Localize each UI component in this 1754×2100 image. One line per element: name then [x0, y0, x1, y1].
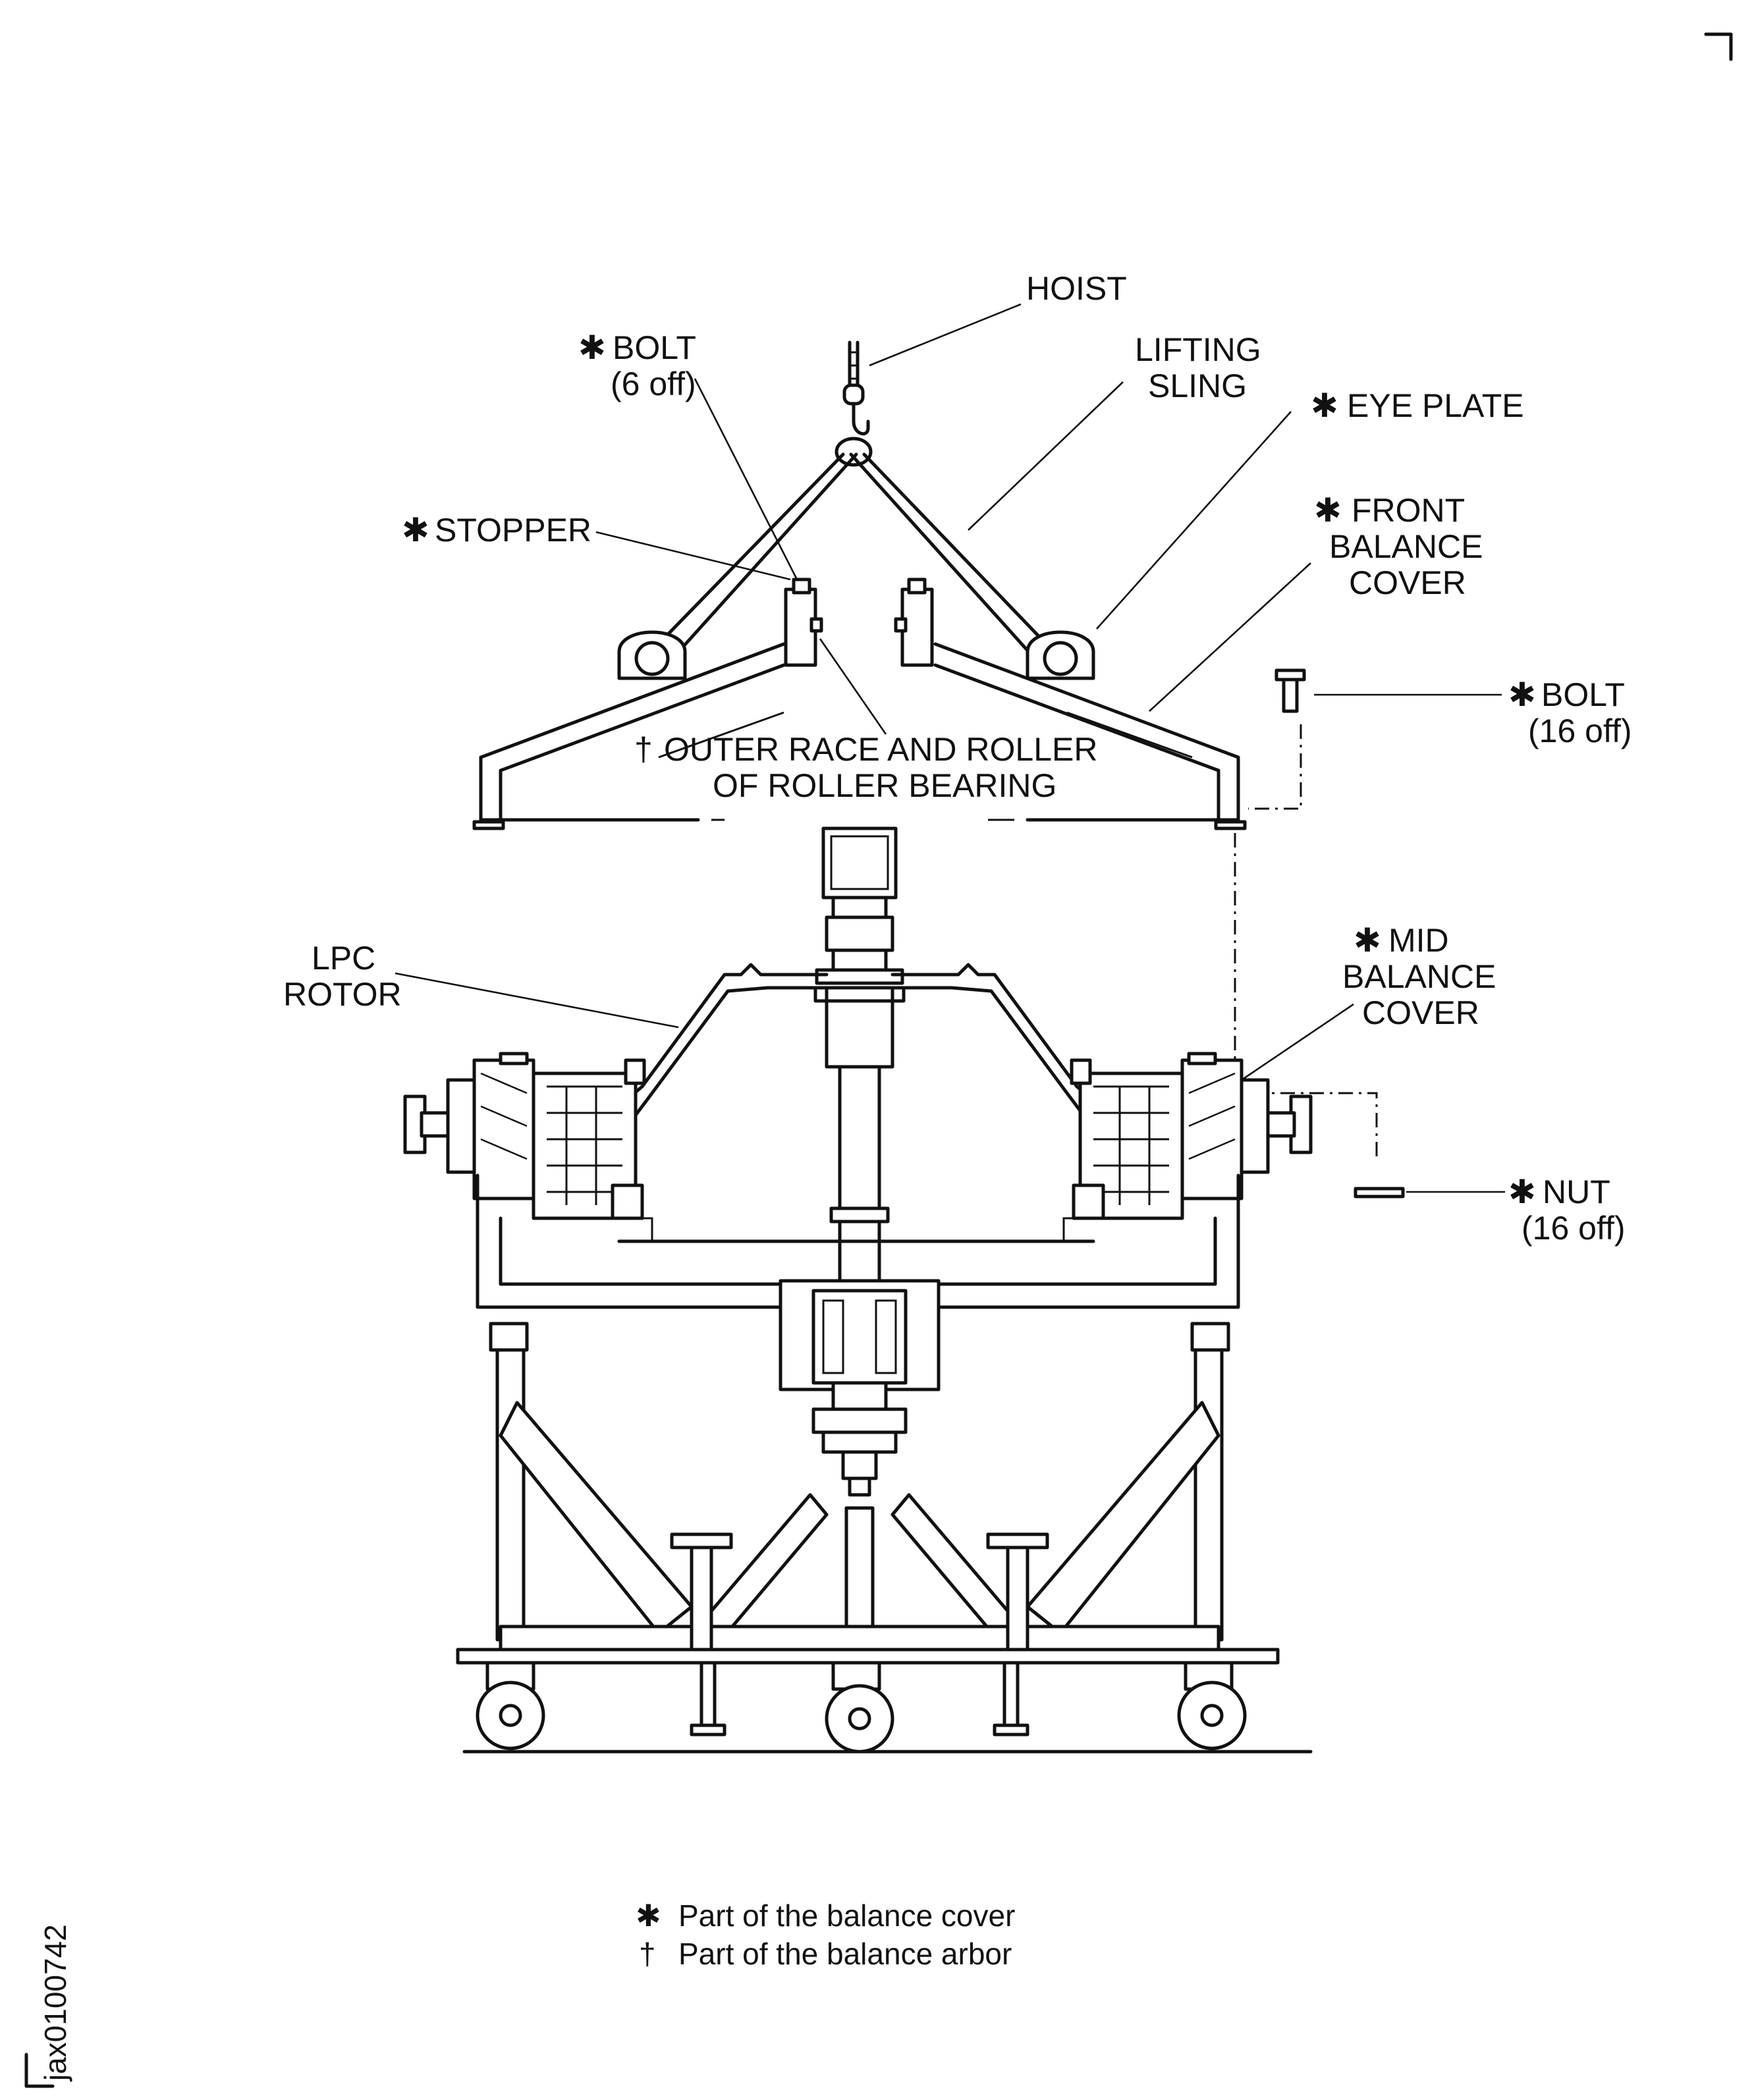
eye-plate-left: [617, 630, 687, 680]
base-plate: [456, 1648, 1280, 1665]
label-front-balance-cover-line-3: COVER: [1349, 564, 1466, 601]
label-bolt-top-qty: (6 off): [611, 365, 696, 402]
asterisk-symbol: ✱: [1311, 387, 1338, 424]
label-mid-balance-cover-line-1: MID: [1388, 922, 1449, 959]
label-lifting-sling-line-2: SLING: [1148, 367, 1247, 404]
stopper-left: [784, 578, 823, 667]
right-bearing-assembly: [1070, 1052, 1313, 1220]
leader-lines: [395, 303, 1505, 1193]
label-front-balance-cover-line-2: BALANCE: [1329, 528, 1483, 565]
bolt-part: [1274, 668, 1306, 713]
leader-stopper: [595, 531, 791, 581]
nut-part: [1354, 1187, 1405, 1198]
label-stopper: STOPPER: [435, 512, 591, 549]
hoist-chain: [842, 340, 865, 406]
asterisk-symbol: ✱: [402, 512, 429, 549]
label-mid-balance-cover-line-2: BALANCE: [1342, 958, 1496, 995]
label-eye-plate: EYE PLATE: [1347, 387, 1524, 424]
dagger-symbol: †: [634, 731, 653, 768]
label-nut-qty: (16 off): [1521, 1210, 1626, 1247]
stand-legs: [489, 1322, 1230, 1655]
leader-lpc-rotor: [395, 972, 679, 1029]
front-balance-cover-frame: [472, 642, 1247, 830]
leader-lifting-sling: [968, 381, 1124, 531]
label-bolt-top: BOLT: [613, 329, 696, 366]
label-nut: NUT: [1543, 1173, 1610, 1210]
label-mid-balance-cover-line-3: COVER: [1362, 994, 1479, 1031]
figure-id: jax0100742: [38, 1924, 72, 2082]
lpc-rotor: [617, 963, 1102, 1121]
jack-posts: [670, 1532, 1049, 1737]
label-lifting-sling-line-1: LIFTING: [1135, 331, 1261, 368]
castor-wheels: [476, 1661, 1247, 1754]
arbor-shaft: [815, 826, 904, 1283]
label-front-balance-cover-line-1: FRONT: [1352, 492, 1465, 529]
callout-labels: HOIST ✱ BOLT (6 off) LIFTING SLING ✱ EYE…: [283, 270, 1632, 1247]
legend-balance-cover: Part of the balance cover: [678, 1898, 1015, 1933]
label-bolt-right: BOLT: [1541, 676, 1625, 713]
crop-mark-top-right: [1704, 32, 1733, 61]
label-hoist: HOIST: [1026, 270, 1127, 307]
leader-eye-plate: [1096, 411, 1292, 630]
legend: ✱ Part of the balance cover † Part of th…: [636, 1898, 1015, 1971]
label-outer-race-line-1: OUTER RACE AND ROLLER: [664, 731, 1097, 768]
asterisk-symbol: ✱: [1508, 1173, 1536, 1210]
dagger-symbol: †: [639, 1937, 656, 1971]
crop-mark-bottom-left: [24, 2053, 55, 2088]
label-bolt-right-qty: (16 off): [1528, 713, 1632, 749]
label-lpc-rotor-line-1: LPC: [312, 940, 375, 977]
asterisk-symbol: ✱: [636, 1898, 661, 1933]
label-outer-race-line-2: OF ROLLER BEARING: [713, 767, 1056, 804]
leader-mid-balance-cover: [1241, 1003, 1354, 1081]
asterisk-symbol: ✱: [1314, 492, 1342, 529]
leader-outer-race: [819, 638, 887, 735]
label-lpc-rotor-line-2: ROTOR: [283, 976, 402, 1013]
lower-bearing-housing: [779, 1279, 941, 1497]
legend-balance-arbor: Part of the balance arbor: [678, 1937, 1012, 1971]
stopper-right: [894, 578, 934, 667]
left-bearing-assembly: [403, 1052, 646, 1220]
asterisk-symbol: ✱: [1508, 676, 1536, 713]
asterisk-symbol: ✱: [578, 329, 606, 366]
bolt-path-dashed: [1234, 724, 1378, 1162]
lifting-sling: [649, 452, 1056, 667]
leader-hoist: [869, 303, 1022, 367]
eye-plate-right: [1026, 630, 1095, 680]
asterisk-symbol: ✱: [1354, 922, 1381, 959]
lifting-hook: [835, 402, 873, 467]
leader-front-balance-cover: [1149, 562, 1311, 712]
leader-bolt-top: [694, 378, 798, 580]
